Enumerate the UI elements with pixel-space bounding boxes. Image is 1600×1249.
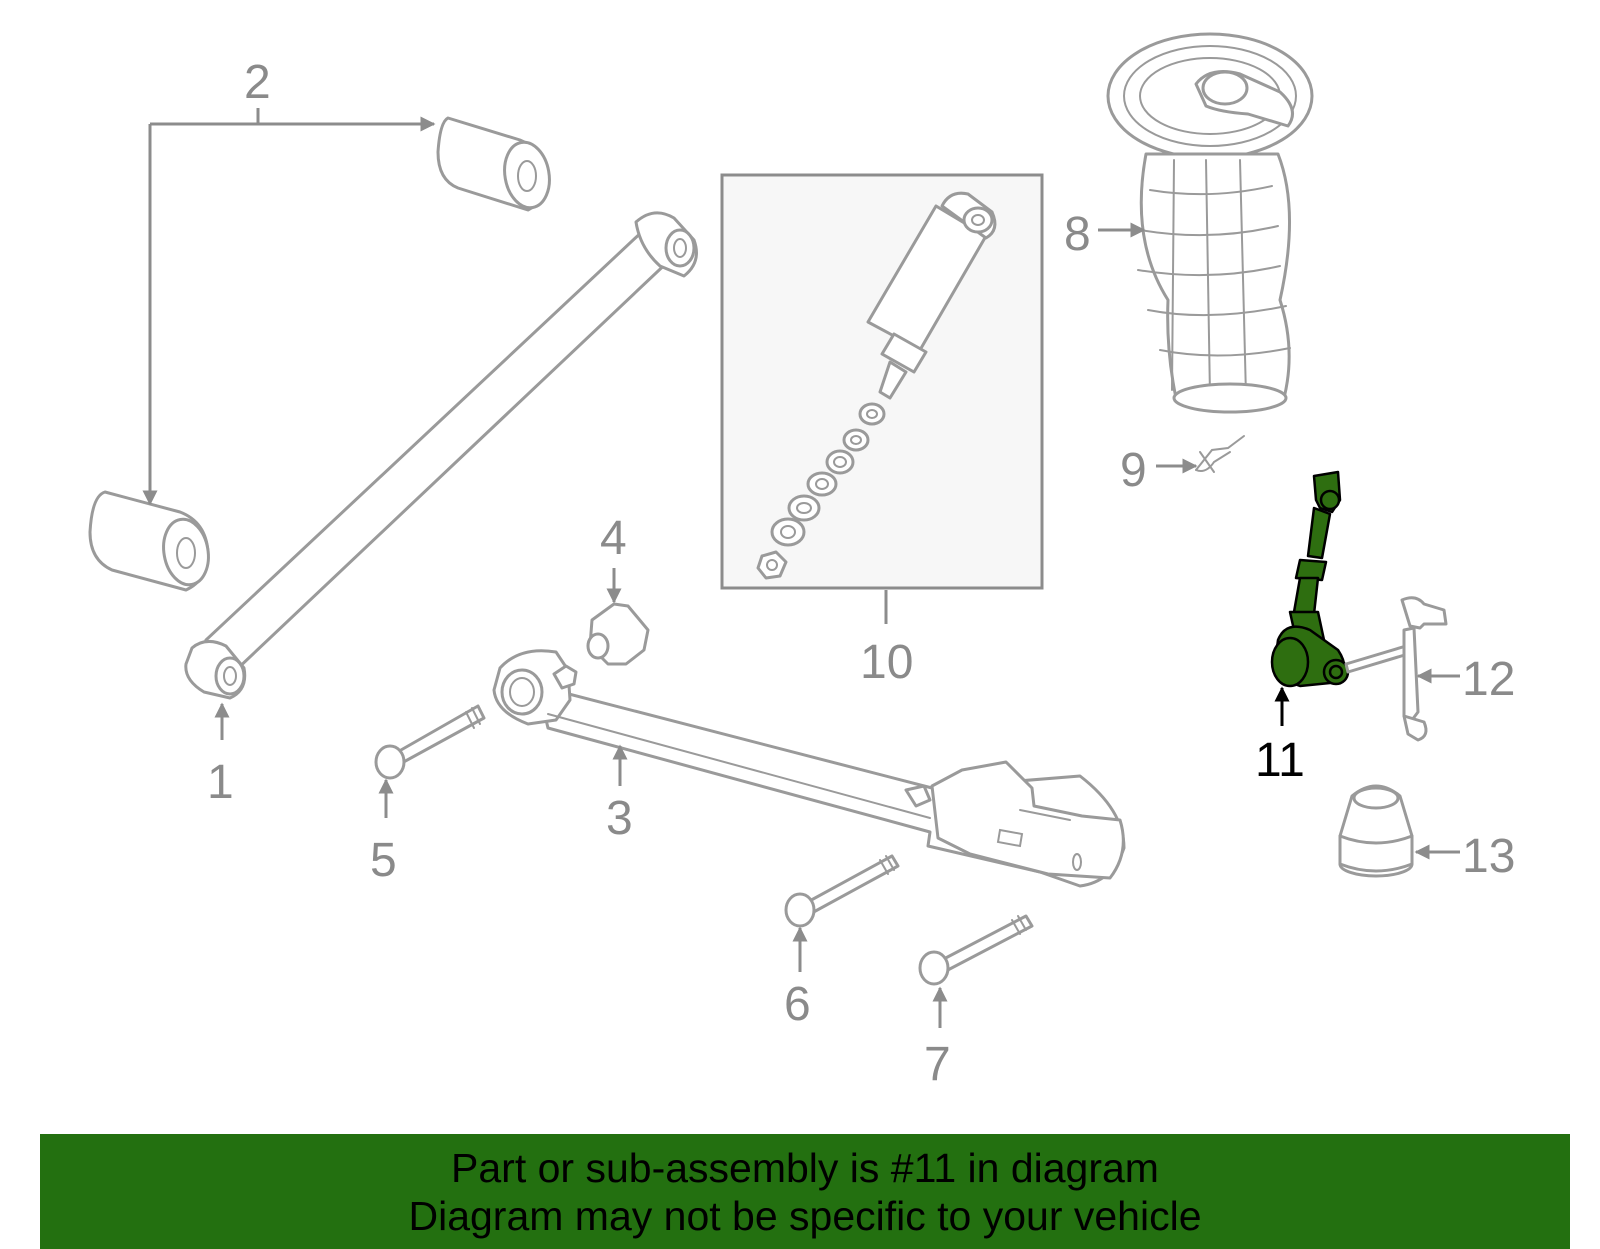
callout-7: 7 bbox=[924, 1038, 951, 1091]
bushing-lower bbox=[88, 490, 210, 592]
callout-8: 8 bbox=[1064, 208, 1091, 261]
callout-11: 11 bbox=[1255, 734, 1305, 787]
height-sensor-highlighted bbox=[1270, 470, 1350, 688]
callout-6: 6 bbox=[784, 978, 811, 1031]
callout-2: 2 bbox=[244, 56, 271, 109]
bolt-6 bbox=[784, 854, 900, 928]
bump-stop bbox=[1338, 784, 1414, 878]
bolt-5 bbox=[374, 704, 486, 780]
retaining-clip bbox=[1195, 435, 1245, 473]
trailing-arm-bushing bbox=[586, 602, 650, 666]
air-spring bbox=[1106, 32, 1314, 414]
callout-1: 1 bbox=[207, 756, 234, 809]
callout-9: 9 bbox=[1120, 444, 1147, 497]
bushing-upper bbox=[436, 116, 551, 212]
bolt-7 bbox=[918, 914, 1034, 986]
sensor-link bbox=[1344, 596, 1448, 742]
lateral-rod bbox=[184, 211, 698, 700]
callout-10: 10 bbox=[860, 636, 913, 689]
leader-2 bbox=[142, 108, 436, 506]
callout-5: 5 bbox=[370, 834, 397, 887]
trailing-arm bbox=[492, 649, 1126, 888]
callout-4: 4 bbox=[600, 512, 627, 565]
banner-line-1: Part or sub-assembly is #11 in diagram bbox=[451, 1145, 1159, 1191]
shock-absorber bbox=[756, 191, 997, 580]
banner-line-2: Diagram may not be specific to your vehi… bbox=[408, 1193, 1202, 1239]
callout-3: 3 bbox=[606, 792, 633, 845]
part-info-banner: Part or sub-assembly is #11 in diagram D… bbox=[40, 1134, 1570, 1249]
callout-12: 12 bbox=[1462, 653, 1515, 706]
callout-13: 13 bbox=[1462, 830, 1515, 883]
